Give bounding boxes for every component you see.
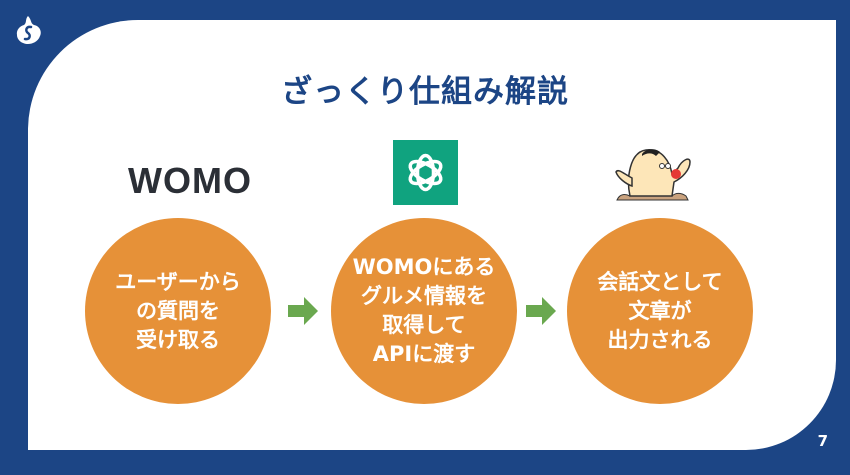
arrow-right-icon — [526, 297, 556, 325]
slide-title: ざっくり仕組み解説 — [281, 74, 569, 110]
mole-mascot-icon — [615, 149, 691, 201]
chatgpt-logo-icon — [393, 140, 458, 205]
step-2-text: WOMOにある グルメ情報を 取得して APIに渡す — [352, 255, 496, 366]
arrow-right-icon — [288, 297, 318, 325]
company-logo-icon — [16, 16, 41, 44]
step-3-text: 会話文として 文章が 出力される — [597, 269, 723, 352]
step-1-text: ユーザーから の質問を 受け取る — [115, 269, 241, 352]
womo-logo: WOMO — [128, 160, 252, 201]
page-number: 7 — [817, 432, 828, 450]
step-3-circle: 会話文として 文章が 出力される — [567, 218, 753, 404]
step-1-circle: ユーザーから の質問を 受け取る — [85, 218, 271, 404]
step-2-circle: WOMOにある グルメ情報を 取得して APIに渡す — [331, 218, 517, 404]
